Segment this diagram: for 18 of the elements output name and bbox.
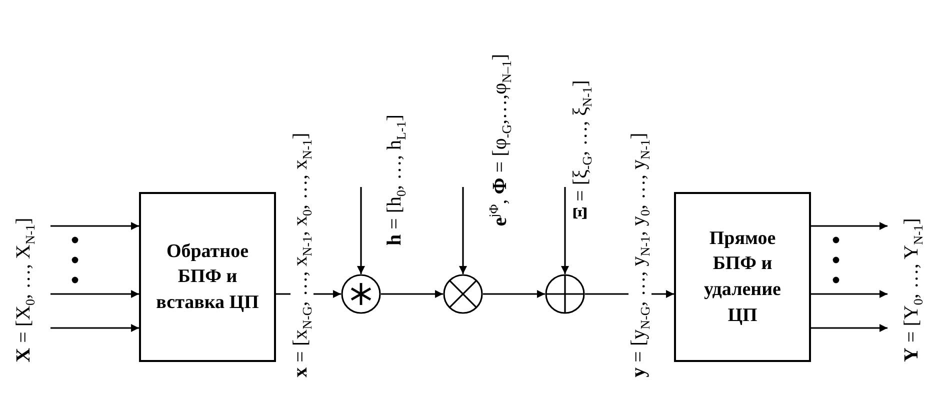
arrow <box>50 290 139 298</box>
process-box <box>139 192 276 362</box>
process-box <box>674 192 811 362</box>
arrow <box>811 324 888 332</box>
arrow <box>50 222 139 230</box>
block-title: Прямое БПФ и удаление ЦП <box>702 226 782 328</box>
convolution-symbol <box>341 274 381 314</box>
arrow <box>483 290 545 298</box>
adder-symbol <box>545 274 585 314</box>
arrow <box>357 187 365 274</box>
block-title: Обратное БПФ и вставка ЦП <box>155 240 260 315</box>
arrow <box>50 324 139 332</box>
multiplier-symbol <box>443 274 483 314</box>
arrow <box>561 187 569 274</box>
arrow <box>381 290 443 298</box>
arrow <box>811 290 888 298</box>
arrow <box>811 222 888 230</box>
arrow <box>459 187 467 274</box>
